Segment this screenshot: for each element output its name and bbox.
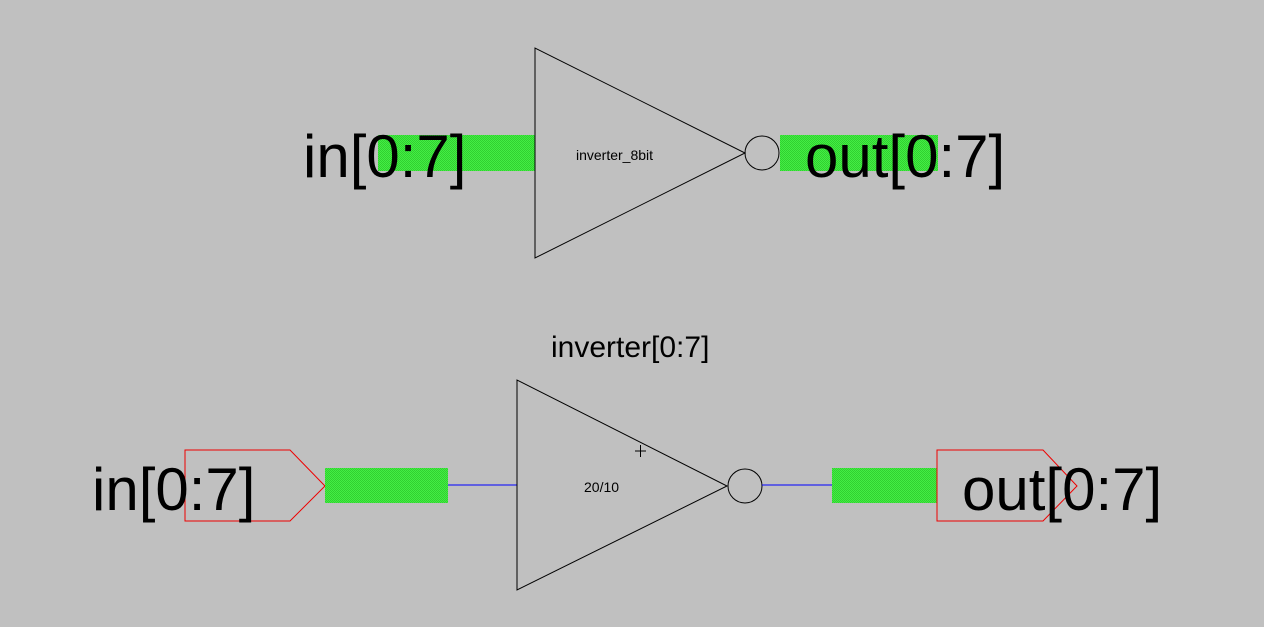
inverter-triangle[interactable] xyxy=(534,47,747,259)
output-bus-wire[interactable] xyxy=(832,468,937,503)
cell-name-label: inverter_8bit xyxy=(576,147,653,163)
input-bus-stub xyxy=(378,135,535,171)
output-pin-shape[interactable] xyxy=(936,449,1078,522)
symbol-inverter-8bit[interactable]: inverter_8bit in[0:7] out[0:7] xyxy=(303,47,1005,259)
inverter-bubble xyxy=(727,468,763,504)
input-pin-label: in[0:7] xyxy=(92,456,255,523)
inverter-bubble xyxy=(744,135,780,171)
origin-marker-icon xyxy=(635,445,646,457)
schematic-inverter-instance[interactable]: inverter[0:7] in[0:7] 20/10 out[0:7] xyxy=(92,331,1162,591)
size-label: 20/10 xyxy=(584,479,619,495)
output-bus-stub xyxy=(780,135,938,171)
input-pin-shape[interactable] xyxy=(184,449,326,522)
inverter-triangle[interactable] xyxy=(516,379,729,591)
output-pin-label: out[0:7] xyxy=(962,456,1162,523)
input-bus-wire[interactable] xyxy=(325,468,448,503)
instance-name-label: inverter[0:7] xyxy=(551,331,709,364)
symbol-output-label: out[0:7] xyxy=(805,123,1005,190)
symbol-input-label: in[0:7] xyxy=(303,123,466,190)
